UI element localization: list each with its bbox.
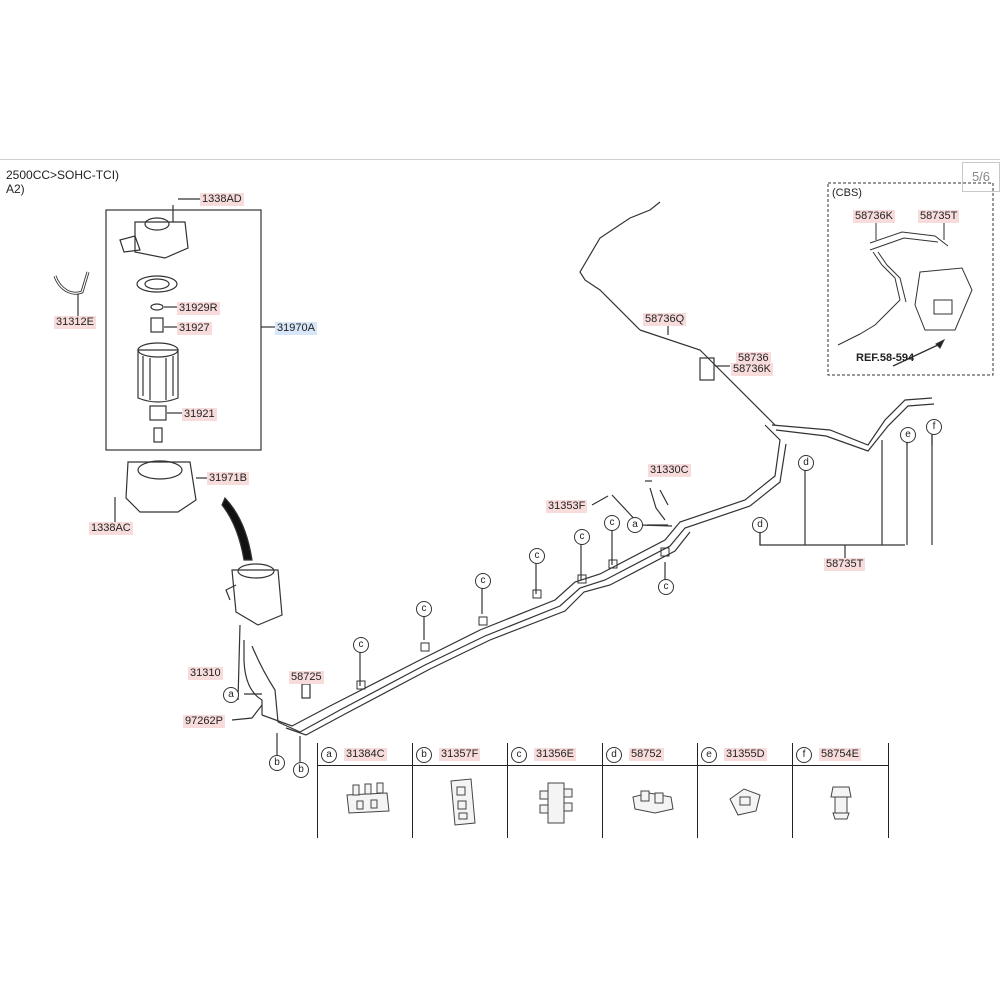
- ref-label[interactable]: REF.58-594: [856, 352, 915, 364]
- part-label-1338ad[interactable]: 1338AD: [200, 193, 244, 206]
- clip-marker-c[interactable]: c: [529, 548, 545, 564]
- parts-number[interactable]: 31355D: [724, 748, 767, 761]
- clip-marker-c[interactable]: c: [353, 637, 369, 653]
- part-label-58736k[interactable]: 58736K: [731, 363, 773, 376]
- parts-number[interactable]: 31356E: [534, 748, 576, 761]
- parts-cell-c[interactable]: c 31356E: [507, 743, 603, 838]
- part-label-31310[interactable]: 31310: [188, 667, 223, 680]
- parts-cell-d[interactable]: d 58752: [602, 743, 698, 838]
- clip-marker-c[interactable]: c: [475, 573, 491, 589]
- inset-part-label-58735t[interactable]: 58735T: [918, 210, 960, 223]
- part-label-58735t[interactable]: 58735T: [824, 558, 866, 571]
- fitting-58754e-icon: [830, 786, 852, 820]
- cbs-inset-title: (CBS): [832, 187, 862, 199]
- clip-marker-b[interactable]: b: [269, 755, 285, 771]
- clip-marker-f[interactable]: f: [926, 419, 942, 435]
- inset-part-label-58736k[interactable]: 58736K: [853, 210, 895, 223]
- filter-assembly-box: [105, 209, 262, 451]
- parts-number[interactable]: 58752: [629, 748, 664, 761]
- clip-31355d-icon: [729, 788, 761, 816]
- part-label-58725[interactable]: 58725: [289, 671, 324, 684]
- clip-marker-e[interactable]: e: [900, 427, 916, 443]
- parts-cell-e[interactable]: e 31355D: [697, 743, 793, 838]
- part-label-31927[interactable]: 31927: [177, 322, 212, 335]
- part-label-58736q[interactable]: 58736Q: [643, 313, 687, 326]
- parts-letter: b: [416, 747, 432, 763]
- clip-marker-c[interactable]: c: [416, 601, 432, 617]
- header-divider: [0, 159, 1000, 160]
- part-label-97262p[interactable]: 97262P: [183, 715, 225, 728]
- cbs-inset-border: [827, 182, 994, 376]
- parts-cell-a[interactable]: a 31384C: [317, 743, 413, 838]
- variant-label: A2): [6, 182, 25, 196]
- clip-31356e-icon: [539, 782, 573, 824]
- clip-31357f-icon: [450, 778, 476, 826]
- clip-marker-a[interactable]: a: [223, 687, 239, 703]
- clip-58752-icon: [632, 790, 674, 814]
- parts-cell-b[interactable]: b 31357F: [412, 743, 508, 838]
- part-label-31970a[interactable]: 31970A: [275, 322, 317, 335]
- part-label-31929r[interactable]: 31929R: [177, 302, 220, 315]
- part-label-31971b[interactable]: 31971B: [207, 472, 249, 485]
- parts-letter: e: [701, 747, 717, 763]
- clip-marker-d[interactable]: d: [798, 455, 814, 471]
- part-label-31330c[interactable]: 31330C: [648, 464, 691, 477]
- parts-letter: c: [511, 747, 527, 763]
- clip-marker-c[interactable]: c: [658, 579, 674, 595]
- clip-marker-b[interactable]: b: [293, 762, 309, 778]
- clip-31384c-icon: [346, 782, 390, 814]
- clip-marker-d[interactable]: d: [752, 517, 768, 533]
- parts-number[interactable]: 58754E: [819, 748, 861, 761]
- parts-number[interactable]: 31384C: [344, 748, 387, 761]
- part-label-31353f[interactable]: 31353F: [546, 500, 588, 513]
- part-label-58736[interactable]: 58736: [736, 352, 771, 365]
- clip-marker-a[interactable]: a: [627, 517, 643, 533]
- parts-letter: d: [606, 747, 622, 763]
- part-label-1338ac[interactable]: 1338AC: [89, 522, 133, 535]
- part-label-31312e[interactable]: 31312E: [54, 316, 96, 329]
- parts-table: a 31384C b 31357F c 31356E: [317, 743, 889, 838]
- clip-marker-c[interactable]: c: [574, 529, 590, 545]
- parts-cell-f[interactable]: f 58754E: [792, 743, 889, 838]
- part-label-31921[interactable]: 31921: [182, 408, 217, 421]
- engine-label: 2500CC>SOHC-TCI): [6, 168, 120, 182]
- clip-marker-c[interactable]: c: [604, 515, 620, 531]
- parts-letter: a: [321, 747, 337, 763]
- parts-letter: f: [796, 747, 812, 763]
- parts-number[interactable]: 31357F: [439, 748, 481, 761]
